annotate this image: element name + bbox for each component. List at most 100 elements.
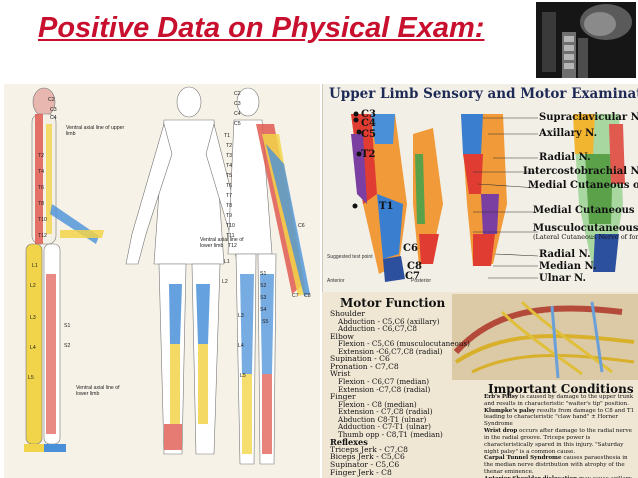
dermatome-body-side [24,87,104,452]
dermatome-body-figures [24,86,310,465]
condition-text: occurs after damage to the radial nerve … [484,428,632,455]
dermatome-label: C2 [48,97,55,103]
condition-name: Erb's Palsy [484,394,519,400]
nerve-label: Axillary N. [539,128,598,139]
condition-item: Klumpke's palsy results from damage to C… [484,408,636,428]
upper-limb-title: Upper Limb Sensory and Motor Examination [329,86,638,102]
brachial-plexus-image [452,294,638,380]
dermatome-label: L1 [32,263,38,269]
nerve-label: Radial N. [539,152,591,163]
motor-line: Abduction - C5,C6 (axillary) [338,316,440,326]
dermatome-label: C4 [50,115,57,121]
cervical-spine-xray-image [536,2,636,78]
arm-dermatome-label: C8 [407,261,422,272]
dermatome-body-front [125,86,251,455]
arm-dermatome-label: C3 [361,109,376,120]
dermatome-label: S5 [262,319,269,325]
slide-title: Positive Data on Physical Exam: [38,12,485,44]
nerve-label: Supraclavicular N. [539,112,638,123]
motor-line: Finger [330,392,356,402]
motor-line: Flexion - C8 (median) [338,399,417,409]
motor-line: Shoulder [330,309,365,318]
dermatome-label: T12 [228,243,237,249]
condition-item: Carpal Tunnel Syndrome causes paraesthes… [484,455,636,475]
dermatome-label: L2 [222,279,228,285]
dermatome-label: L3 [238,313,244,319]
dermatome-label: T8 [226,203,233,209]
dermatome-label: T3 [226,153,233,159]
motor-line: Extension -C7,C8 (radial) [338,384,431,394]
dermatome-label: T10 [226,223,235,229]
condition-text: may cause axillary nerve damage resultin… [484,476,632,478]
dermatome-label: S3 [260,295,267,301]
condition-item: Anterior Shoulder dislocation may cause … [484,476,636,478]
motor-line: Triceps Jerk - C7,C8 [330,444,408,454]
dermatome-label: T6 [226,183,233,189]
motor-line: Pronation - C7,C8 [330,361,399,371]
dermatome-label: C6 [298,223,305,229]
arm-dermatome-label: C4 [361,118,376,129]
nerve-label: Median N. [539,261,597,272]
dermatome-label: T6 [38,185,45,191]
dermatome-label: T2 [38,153,45,159]
arm-dermatome-label: C7 [405,271,420,282]
condition-name: Carpal Tunnel Syndrome [484,455,562,462]
motor-line: Adduction - C6,C7,C8 [338,324,417,334]
condition-name: Klumpke's palsy [484,407,536,414]
dermatome-label: T10 [38,217,47,223]
motor-line: Flexion - C5,C6 (musculocutaneous) [338,339,470,349]
dermatome-label: T4 [38,169,45,175]
dermatome-label: T8 [38,201,45,207]
dermatome-label: T12 [38,233,47,239]
arm-dermatome-label: T1 [379,201,394,212]
dermatome-label: S1 [64,323,71,329]
nerve-label: Ulnar N. [539,273,587,284]
dermatome-label: T11 [226,233,235,239]
motor-line: Supination - C6 [330,354,390,364]
condition-item: Wrist drop occurs after damage to the ra… [484,428,636,455]
nerve-label: Medial Cutaneous Nerve of forearm [533,205,638,216]
condition-name: Wrist drop [484,428,518,435]
dermatome-label: T2 [226,143,233,149]
motor-line: Extension - C7,C8 (radial) [338,407,433,417]
dermatome-label: L4 [30,345,36,351]
motor-line: Adduction - C7-T1 (ulnar) [338,422,431,432]
condition-text: is caused by damage to the upper trunk a… [484,394,634,407]
dermatome-label: S4 [260,307,267,313]
dermatome-label: T1 [224,133,231,139]
dermatome-label: C5 [234,121,241,127]
condition-name: Anterior Shoulder dislocation [484,476,577,478]
dermatome-label: L2 [30,283,36,289]
motor-line: Abduction C8-T1 (ulnar) [338,414,427,424]
dermatome-label: T4 [226,163,233,169]
dermatome-label: C4 [234,111,241,117]
dermatome-label: C3 [234,101,241,107]
motor-line: Supinator - C5,C6 [330,460,400,469]
arm-dermatome-label: C5 [361,129,376,140]
nerve-label: Radial N. [539,249,591,260]
caption-legend: Suggested test point [327,254,373,260]
dermatome-label: L5 [28,375,34,381]
annotation-upper: Ventral axial line of upper limb [66,125,125,137]
dermatome-label: L5 [240,373,246,379]
dermatome-label: C7 [292,293,299,299]
conditions-list: Erb's Palsy is caused by damage to the u… [484,394,636,478]
condition-text: results from damage to C8 and T1 leading… [484,407,635,428]
dermatome-label: T9 [226,213,233,219]
dermatome-label: T5 [226,173,233,179]
dermatome-label: S1 [260,271,267,277]
motor-line: Finger Jerk - C8 [330,467,392,477]
nerve-label: Intercostobrachial N. [523,166,638,177]
dermatome-label: S2 [64,343,71,349]
dermatome-map: Ventral axial line of upper limb Ventral… [4,84,320,478]
dermatome-label: C8 [304,293,311,299]
dermatome-label: C2 [234,91,241,97]
conditions-title: Important Conditions [488,382,634,396]
condition-item: Erb's Palsy is caused by damage to the u… [484,394,636,408]
annotation-lower-right: Ventral axial line of lower limb [200,237,244,249]
dermatome-label: L4 [238,343,244,349]
upper-limb-panel: Upper Limb Sensory and Motor Examination [322,84,638,292]
motor-line: Wrist [330,369,351,379]
dermatome-body-back [227,87,310,465]
